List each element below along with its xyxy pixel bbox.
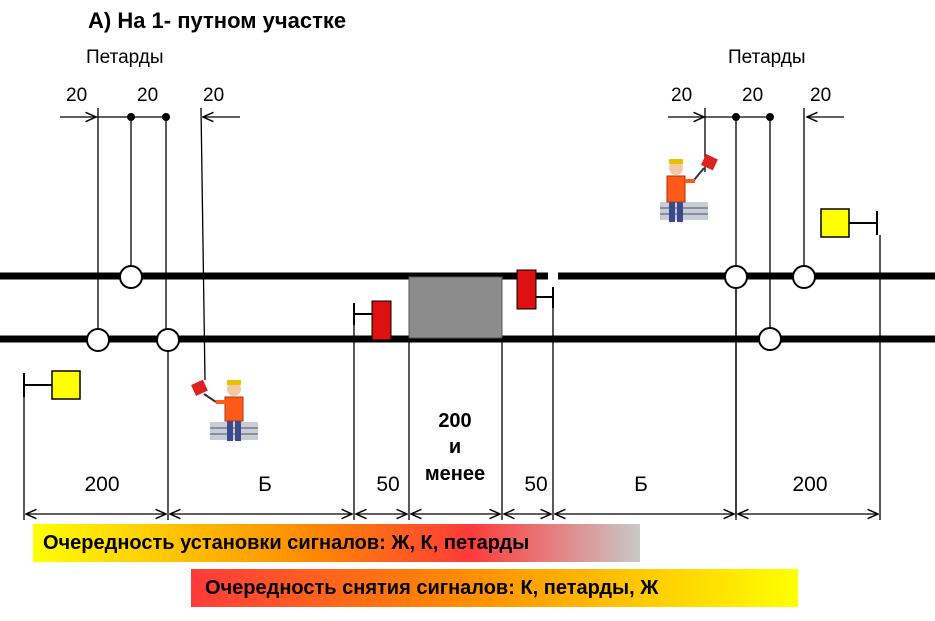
dimension-label-200-left: 200 (84, 473, 119, 496)
petards-left-label: Петарды (86, 47, 164, 68)
extension-lines (23, 235, 881, 520)
petard-icon (724, 265, 748, 289)
work-zone-length-less: менее (425, 463, 485, 485)
work-zone-length-and: и (449, 436, 461, 458)
spacing-label-right-3: 20 (810, 85, 831, 106)
petard-icon (156, 328, 180, 352)
spacing-label-left-2: 20 (137, 85, 158, 106)
remove-order-banner: Очередность снятия сигналов: К, петарды,… (191, 569, 798, 607)
top-dimension-left (60, 107, 240, 381)
top-dimension-right (668, 108, 844, 517)
dimension-label-50-right: 50 (524, 473, 547, 496)
yellow-signal-icon (820, 208, 878, 238)
install-order-banner: Очередность установки сигналов: Ж, К, пе… (33, 524, 640, 562)
dimension-dot (766, 113, 774, 121)
work-zone (408, 276, 503, 339)
petard-icon (119, 265, 143, 289)
dimension-dot (127, 113, 135, 121)
spacing-label-left-3: 20 (203, 85, 224, 106)
petard-icon (86, 328, 110, 352)
dimension-dot (732, 113, 740, 121)
dimension-label-b-left: Б (258, 473, 272, 496)
petards-right-label: Петарды (728, 47, 806, 68)
petard-icon (792, 265, 816, 289)
signalman-icon (660, 154, 718, 222)
dimension-label-b-right: Б (634, 473, 648, 496)
page-title: А) На 1- путном участке (88, 8, 346, 33)
signalman-icon (191, 379, 258, 441)
dimension-label-200-right: 200 (792, 473, 827, 496)
spacing-label-right-1: 20 (671, 85, 692, 106)
petard-icon (758, 327, 782, 351)
spacing-label-right-2: 20 (742, 85, 763, 106)
red-signal-icon (353, 300, 392, 341)
yellow-signal-icon (23, 370, 81, 400)
spacing-label-left-1: 20 (66, 85, 87, 106)
dimension-label-50-left: 50 (376, 473, 399, 496)
work-zone-length-value: 200 (438, 410, 471, 432)
red-signal-icon (516, 269, 554, 310)
dimension-dot (162, 113, 170, 121)
